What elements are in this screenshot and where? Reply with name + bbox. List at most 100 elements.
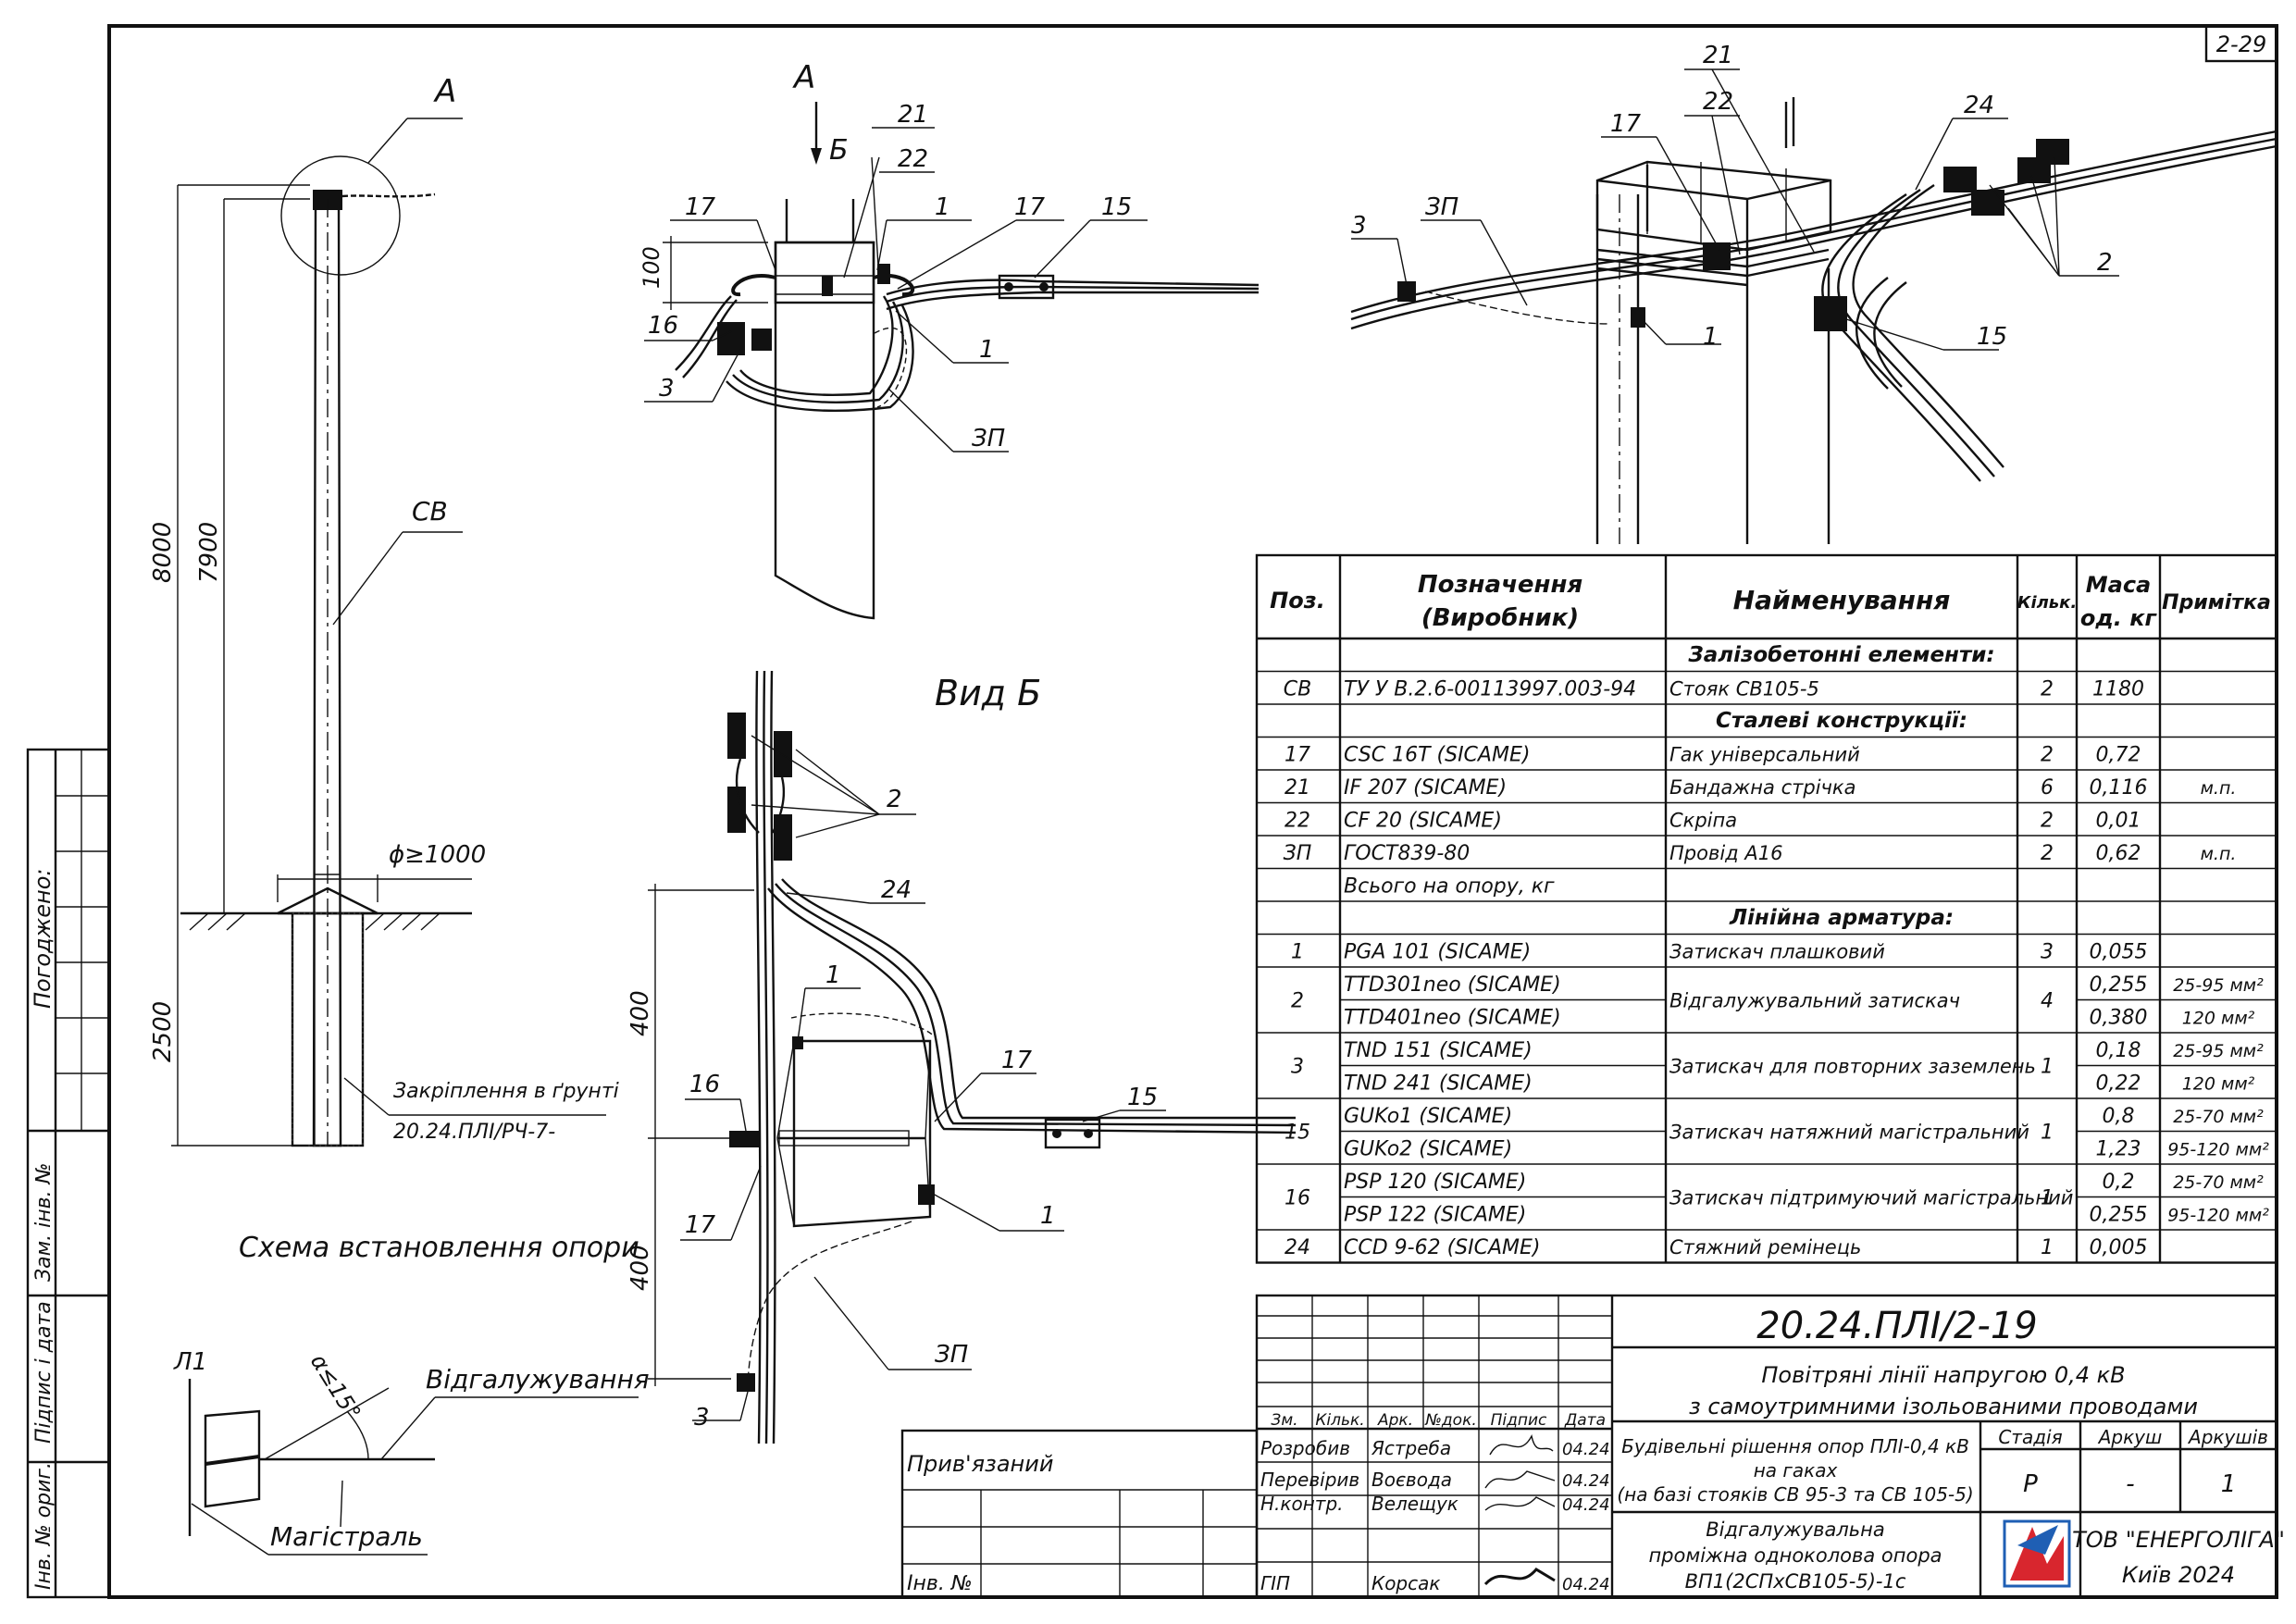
spec-mass-2: 1,23 xyxy=(2096,1138,2141,1161)
name-checker: Воєвода xyxy=(1371,1469,1452,1491)
top-callout-16: 16 xyxy=(648,312,678,340)
top-callout-zp: ЗП xyxy=(972,425,1005,452)
iso-callout-17: 17 xyxy=(1610,110,1642,138)
spec-pos: 22 xyxy=(1285,809,1310,832)
branch-label: Відгалужування xyxy=(426,1364,650,1395)
viewb-callout-15: 15 xyxy=(1127,1084,1158,1111)
project-line-2: з самоутримними ізольованими проводами xyxy=(1689,1394,2198,1419)
spec-qty: 2 xyxy=(2041,809,2054,832)
inv-label: Інв. № xyxy=(907,1572,973,1595)
spec-mass-2: 0,255 xyxy=(2090,1204,2148,1227)
top-callout-1a: 1 xyxy=(935,193,950,221)
spec-qty: 2 xyxy=(2041,677,2054,700)
viewb-callout-zp: ЗП xyxy=(935,1341,968,1369)
sheets-header: Аркушів xyxy=(2187,1426,2268,1448)
section-line-2: на гаках xyxy=(1754,1459,1838,1481)
spec-designation: TND 151 (SICAME) xyxy=(1344,1039,1533,1062)
iso-callout-21: 21 xyxy=(1703,42,1733,69)
top-callout-21: 21 xyxy=(898,101,928,129)
spec-note-2: 95-120 мм² xyxy=(2167,1206,2269,1226)
date-checker: 04.24 xyxy=(1562,1471,1610,1491)
orig-inv-label: Інв. № ориг. xyxy=(32,1462,56,1590)
spec-qty: 4 xyxy=(2041,990,2054,1013)
spec-designation: CCD 9-62 (SICAME) xyxy=(1344,1236,1541,1259)
chg-hdr-doc: №док. xyxy=(1424,1411,1477,1430)
angle-label: α≤15° xyxy=(305,1349,366,1424)
date-norm: 04.24 xyxy=(1562,1495,1610,1515)
replaced-inv-label: Зам. інв. № xyxy=(32,1163,56,1283)
viewb-callout-2: 2 xyxy=(887,786,902,813)
iso-callout-3: 3 xyxy=(1351,212,1367,240)
spec-name: Затискач підтримуючий магістральний xyxy=(1669,1187,2073,1209)
section-line-1: Будівельні рішення опор ПЛІ-0,4 кВ xyxy=(1621,1435,1969,1457)
spec-pos: 3 xyxy=(1291,1056,1304,1079)
spec-headers: Поз. Позначення (Виробник) Найменування … xyxy=(1270,571,2271,632)
spec-mass: 0,62 xyxy=(2096,842,2141,865)
spec-name: Бандажна стрічка xyxy=(1669,776,1856,799)
spec-section-heading: Сталеві конструкції: xyxy=(1716,709,1967,733)
spec-designation: PGA 101 (SICAME) xyxy=(1344,941,1531,964)
iso-callout-15: 15 xyxy=(1977,323,2007,351)
spec-designation: GUKo1 (SICAME) xyxy=(1344,1105,1512,1128)
hdr-designation-2: (Виробник) xyxy=(1421,604,1579,632)
spec-name: Затискач натяжний магістральний xyxy=(1669,1122,2029,1144)
company-name: ТОВ "ЕНЕРГОЛІГА" xyxy=(2072,1527,2285,1553)
company-logo xyxy=(2003,1519,2071,1588)
dim-100: 100 xyxy=(639,246,664,289)
view-a-marker: А xyxy=(433,73,456,110)
spec-mass: 0,005 xyxy=(2090,1236,2148,1259)
spec-note: м.п. xyxy=(2201,844,2237,864)
hdr-note: Примітка xyxy=(2162,591,2271,614)
iso-callout-22: 22 xyxy=(1703,88,1733,116)
chg-hdr-zm: Зм. xyxy=(1271,1411,1297,1430)
top-view-a-marker: А xyxy=(792,59,815,96)
spec-note: 25-70 мм² xyxy=(2173,1172,2264,1193)
doc-code: 20.24.ПЛІ/2-19 xyxy=(1756,1305,2037,1347)
fixing-label: Закріплення в ґрунті xyxy=(393,1080,619,1103)
spec-qty: 2 xyxy=(2041,842,2054,865)
sheet-header: Аркуш xyxy=(2097,1426,2163,1448)
name-developer: Ястреба xyxy=(1371,1437,1451,1459)
iso-callout-zp: ЗП xyxy=(1425,193,1458,221)
pole-section xyxy=(774,241,875,620)
signatures xyxy=(1483,1433,1556,1586)
spec-mass: 0,2 xyxy=(2103,1171,2135,1194)
name-norm: Велещук xyxy=(1371,1493,1458,1515)
spec-mass: 1180 xyxy=(2092,678,2144,701)
spec-section-heading: Лінійна арматура: xyxy=(1729,906,1954,930)
spec-table-grid xyxy=(1255,553,2278,1264)
drawing-line-3: ВП1(2СПхСВ105-5)-1с xyxy=(1685,1570,1906,1593)
top-callout-17b: 17 xyxy=(1014,193,1046,221)
sheet-value: - xyxy=(2126,1470,2134,1498)
spec-mass-2: 0,380 xyxy=(2090,1007,2148,1030)
spec-designation: PSP 120 (SICAME) xyxy=(1344,1171,1526,1194)
spec-pos: 21 xyxy=(1285,776,1310,800)
hdr-pos: Поз. xyxy=(1270,588,1325,614)
spec-note-2: 95-120 мм² xyxy=(2167,1140,2269,1160)
viewb-callout-1a: 1 xyxy=(825,961,841,989)
spec-pos: 17 xyxy=(1285,743,1310,766)
hdr-mass-1: Маса xyxy=(2086,572,2152,598)
chg-hdr-sign: Підпис xyxy=(1491,1411,1547,1430)
spec-table: Поз. Позначення (Виробник) Найменування … xyxy=(1255,553,2278,1264)
spec-designation: CF 20 (SICAME) xyxy=(1344,810,1502,833)
pole-scheme-caption: Схема встановлення опори xyxy=(239,1232,639,1264)
spec-name: Затискач для повторних заземлень xyxy=(1669,1056,2036,1078)
top-callout-17a: 17 xyxy=(685,193,716,221)
spec-designation: TTD301neo (SICAME) xyxy=(1344,973,1561,997)
linked-label: Прив'язаний xyxy=(907,1451,1053,1477)
spec-mass: 0,8 xyxy=(2103,1105,2135,1128)
spec-mass: 0,055 xyxy=(2090,941,2148,964)
spec-mass: 0,18 xyxy=(2096,1039,2141,1062)
spec-name: Затискач плашковий xyxy=(1669,940,1885,962)
iso-callout-24: 24 xyxy=(1964,92,1994,119)
top-callout-15: 15 xyxy=(1101,193,1132,221)
spec-pos: СВ xyxy=(1284,677,1311,700)
chg-hdr-date: Дата xyxy=(1564,1411,1606,1430)
spec-note: 25-70 мм² xyxy=(2173,1107,2264,1127)
spec-mass: 0,01 xyxy=(2096,810,2141,833)
main-label: Магістраль xyxy=(270,1521,423,1552)
dim-8000: 8000 xyxy=(149,522,177,583)
